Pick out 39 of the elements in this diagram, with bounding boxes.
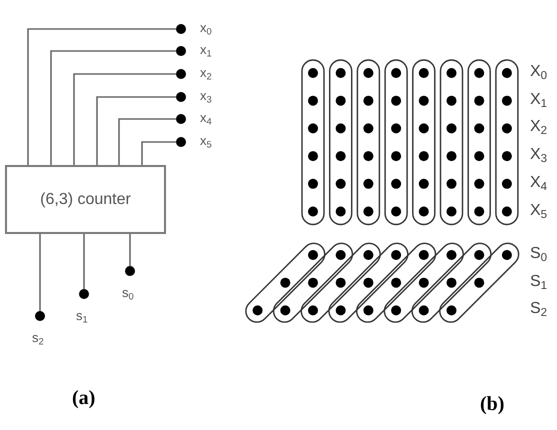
terminal-dot-icon xyxy=(176,69,186,79)
terminal-dot-icon xyxy=(125,266,135,276)
signal-label: x$_{2}$ xyxy=(200,66,212,82)
terminal-dot-icon xyxy=(176,137,186,147)
signal-wire xyxy=(73,73,176,165)
signal-label: x$_{1}$ xyxy=(200,43,212,59)
terminal-dot-icon xyxy=(176,114,186,124)
row-label: X$_{3}$ xyxy=(530,146,548,166)
row-label: X$_{0}$ xyxy=(530,63,548,83)
signal-label: s$_{0}$ xyxy=(122,286,134,302)
signal-wire xyxy=(27,28,176,165)
row-label: S$_{0}$ xyxy=(530,245,548,265)
row-label: X$_{5}$ xyxy=(530,202,548,222)
terminal-dot-icon xyxy=(176,24,186,34)
signal-label: x$_{0}$ xyxy=(200,21,212,37)
signal-wire xyxy=(129,234,131,266)
signal-wire xyxy=(50,50,176,165)
signal-wire xyxy=(141,141,176,165)
panel-label: (a) xyxy=(72,387,96,409)
counter-box: (6,3) counter xyxy=(5,165,166,234)
signal-label: x$_{4}$ xyxy=(200,111,212,127)
row-label: S$_{2}$ xyxy=(530,300,548,320)
signal-label: x$_{3}$ xyxy=(200,89,212,105)
panel-label: (b) xyxy=(480,393,504,415)
signal-label: s$_{2}$ xyxy=(32,331,44,347)
signal-wire xyxy=(96,96,176,165)
terminal-dot-icon xyxy=(79,289,89,299)
row-label: X$_{2}$ xyxy=(530,118,548,138)
row-label: X$_{1}$ xyxy=(530,90,548,110)
row-label: S$_{1}$ xyxy=(530,272,548,292)
row-label: X$_{4}$ xyxy=(530,174,548,194)
signal-wire xyxy=(39,234,41,311)
terminal-dot-icon xyxy=(176,92,186,102)
terminal-dot-icon xyxy=(35,311,45,321)
signal-label: s$_{1}$ xyxy=(76,309,88,325)
signal-label: x$_{5}$ xyxy=(200,134,212,150)
signal-wire xyxy=(83,234,85,289)
terminal-dot-icon xyxy=(176,46,186,56)
signal-wire xyxy=(118,118,176,165)
